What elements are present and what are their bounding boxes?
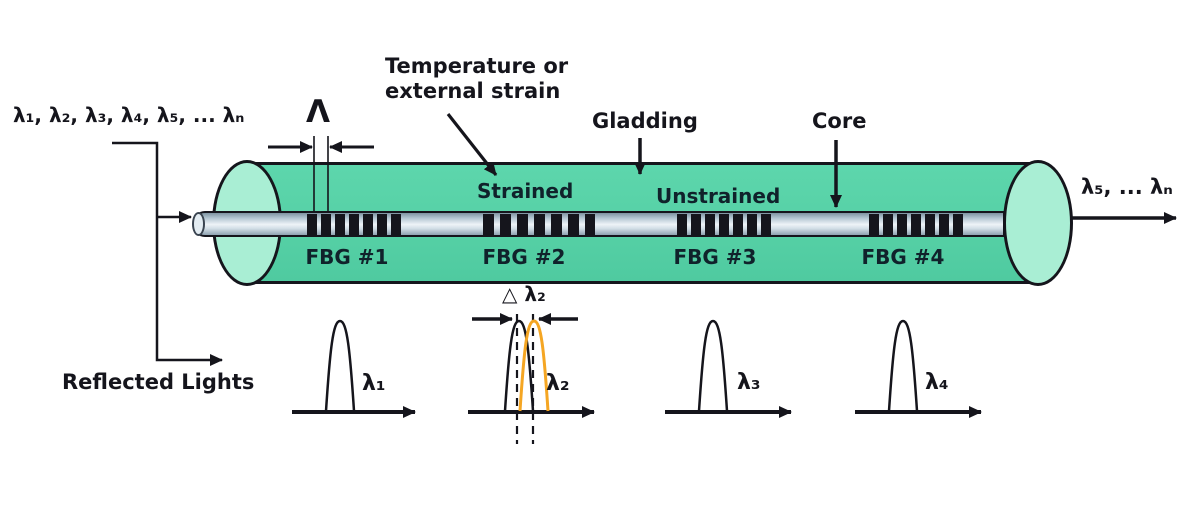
fbg-4-label: FBG #4	[861, 245, 945, 269]
temperature-strain-line2: external strain	[385, 79, 561, 103]
spectrum-2-peak-original	[503, 319, 535, 412]
fbg-grating-2-strained	[483, 214, 595, 235]
shift-dashed-lines	[515, 314, 535, 444]
output-wavelengths-label: λ₅, ... λₙ	[1081, 175, 1173, 199]
fbg-grating-1	[307, 214, 401, 235]
input-wavelengths-label: λ₁, λ₂, λ₃, λ₄, λ₅, ... λₙ	[13, 103, 245, 127]
cladding-label: Gladding	[592, 109, 698, 133]
peak-3-label: λ₃	[737, 370, 761, 395]
fbg-3-label: FBG #3	[673, 245, 757, 269]
fbg-2-label: FBG #2	[482, 245, 566, 269]
spectrum-3-peak	[697, 319, 729, 412]
unstrained-label: Unstrained	[656, 184, 781, 208]
temperature-strain-label: Temperature or external strain	[385, 54, 568, 104]
peak-2-label: λ₂	[546, 371, 570, 396]
spectrum-2-peak-shifted	[518, 319, 550, 412]
core-label: Core	[812, 109, 867, 133]
reflected-lights-label: Reflected Lights	[62, 370, 255, 394]
spectrum-4-peak	[887, 319, 919, 412]
wavelength-shift-label: △ λ₂	[502, 282, 546, 306]
fbg-grating-3	[677, 214, 771, 235]
temperature-strain-line1: Temperature or	[385, 54, 569, 78]
strained-label: Strained	[477, 179, 574, 203]
fbg-1-label: FBG #1	[305, 245, 389, 269]
spectrum-1-peak	[324, 319, 356, 412]
grating-period-symbol: Λ	[306, 94, 330, 130]
peak-4-label: λ₄	[925, 370, 949, 395]
peak-1-label: λ₁	[362, 371, 386, 396]
fiber-end-cap-right	[1003, 160, 1073, 286]
reflected-lights-connector	[112, 141, 223, 366]
fiber-core-end-cap	[192, 212, 205, 236]
fbg-grating-4	[869, 214, 963, 235]
